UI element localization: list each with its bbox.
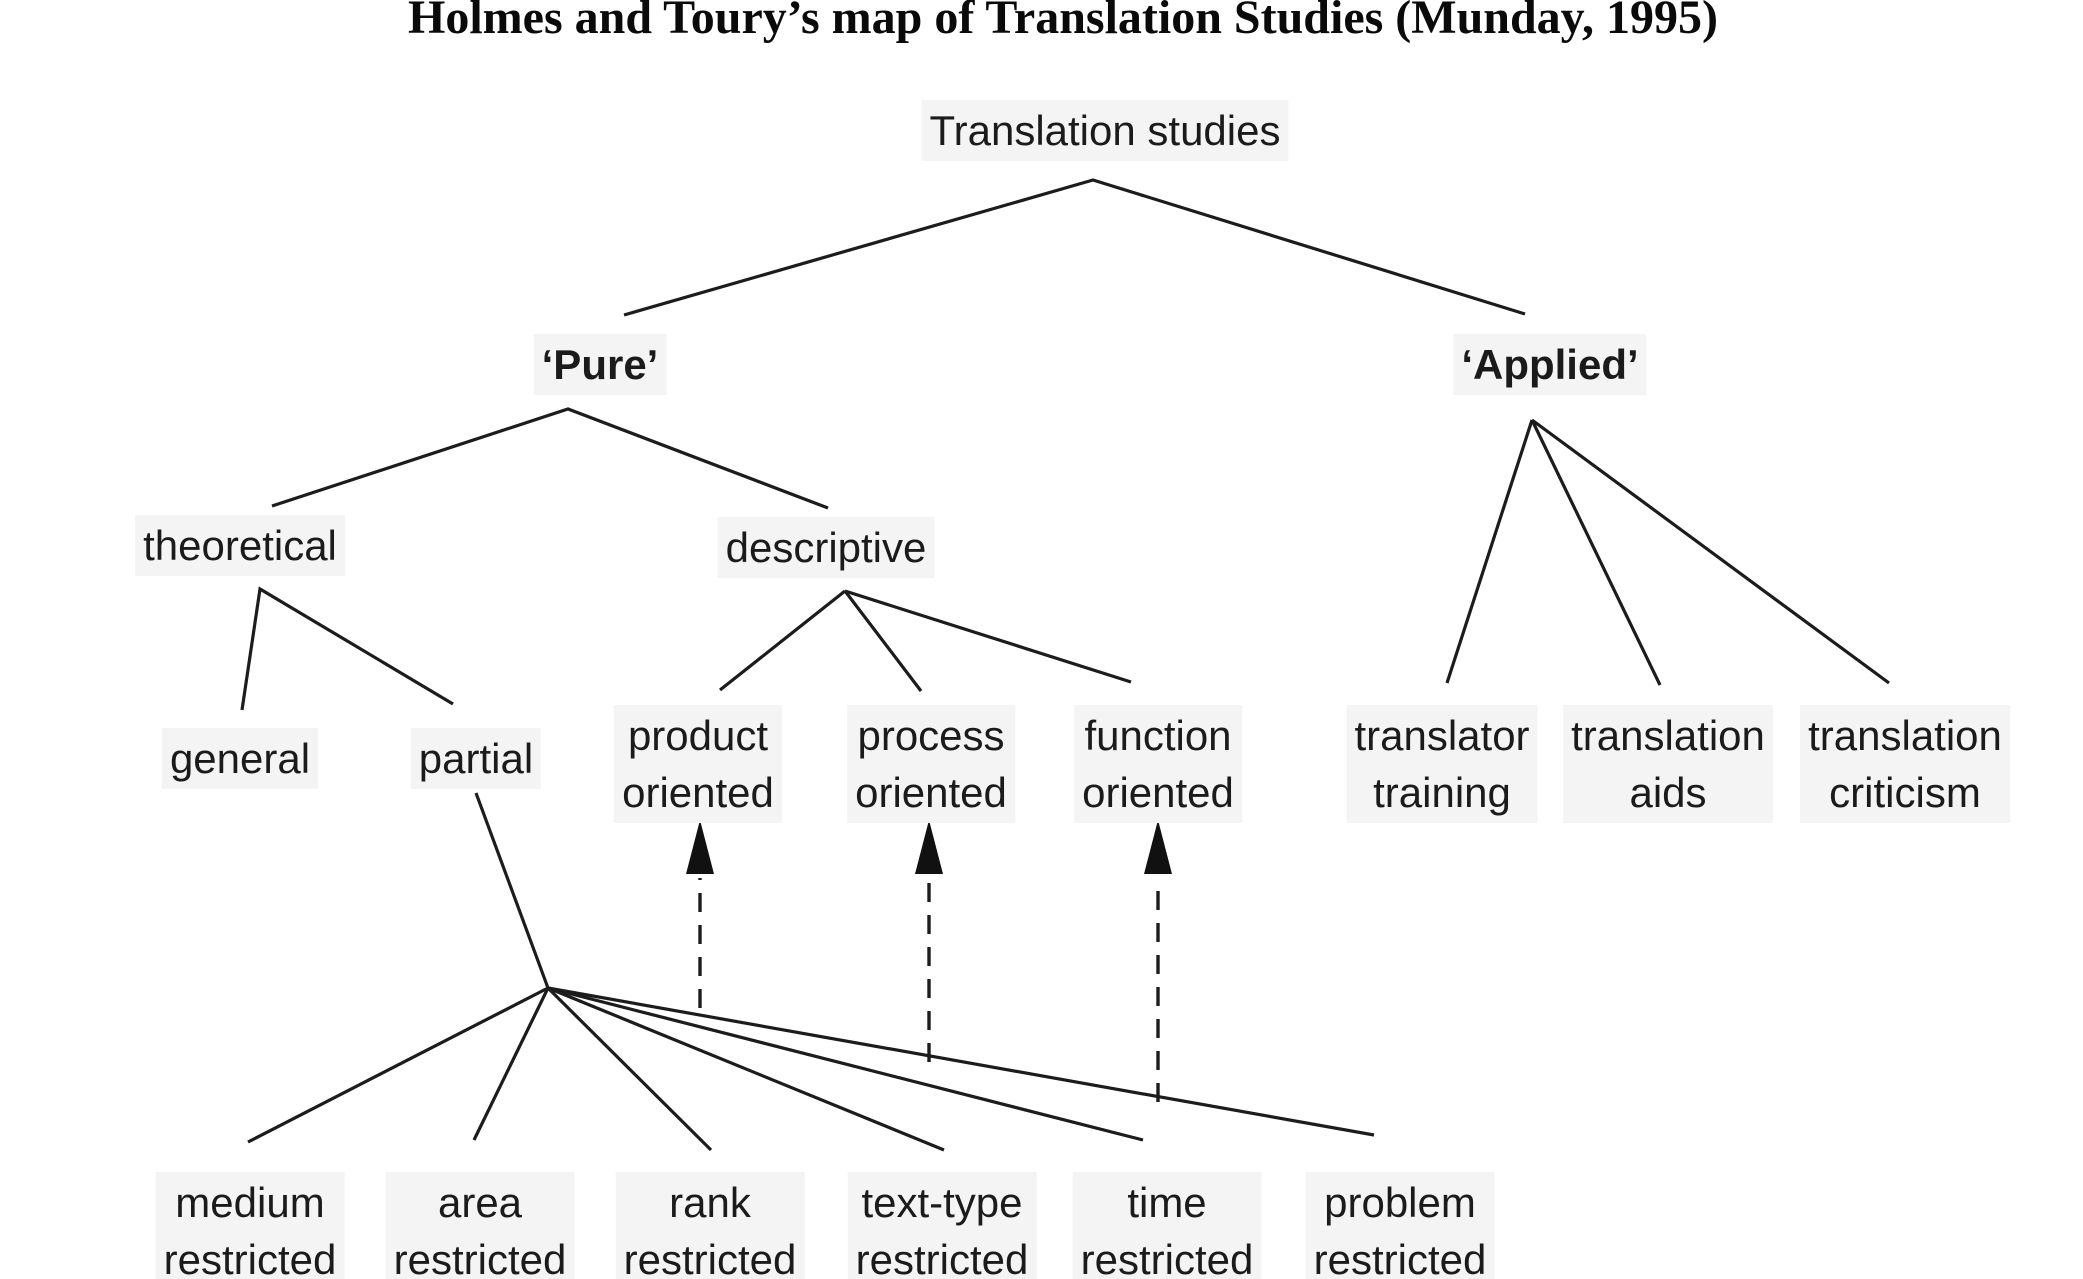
node-translator-training: translator training [1346,705,1538,823]
arrowhead-product [686,820,714,874]
arrowhead-process [915,820,943,874]
node-translation-criticism: translation criticism [1800,705,2010,823]
node-product-oriented: product oriented [614,705,782,823]
node-translation-aids: translation aids [1563,705,1773,823]
edge-fan-to-problem [547,986,1375,1137]
edge-applied-to-translation-aids [1530,419,1662,686]
edge-descriptive-to-function [844,589,1132,684]
edge-root-to-pure-applied [623,178,1526,317]
edge-fan-to-area [472,987,550,1141]
node-applied: ‘Applied’ [1453,334,1647,395]
arrowhead-function [1144,820,1172,874]
edge-applied-to-translation-criticism [1531,418,1890,685]
node-general: general [161,728,319,789]
node-problem-restricted: problem restricted [1305,1172,1495,1279]
diagram-title: Holmes and Toury’s map of Translation St… [407,0,1719,44]
edge-theoretical-to-general-partial [240,586,454,711]
node-function-oriented: function oriented [1074,705,1242,823]
edge-fan-to-text-type [547,986,945,1152]
edge-fan-to-time [547,986,1144,1142]
edge-descriptive-to-process [843,590,923,692]
node-theoretical: theoretical [135,515,345,576]
edge-applied-to-translator-training [1445,419,1534,684]
node-rank-restricted: rank restricted [615,1172,805,1279]
edge-pure-to-theoretical-descriptive [271,407,829,510]
node-translation-studies: Translation studies [921,100,1289,161]
node-process-oriented: process oriented [847,705,1015,823]
node-pure: ‘Pure’ [533,334,667,395]
node-partial: partial [410,728,542,789]
node-area-restricted: area restricted [385,1172,575,1279]
node-descriptive: descriptive [717,517,935,578]
edge-fan-to-rank [546,986,713,1152]
edge-descriptive-to-product [719,589,846,692]
edge-partial-stem [474,792,550,989]
edge-fan-to-medium [247,986,549,1144]
node-time-restricted: time restricted [1072,1172,1262,1279]
node-medium-restricted: medium restricted [155,1172,345,1279]
node-text-type-restricted: text-type restricted [847,1172,1037,1279]
